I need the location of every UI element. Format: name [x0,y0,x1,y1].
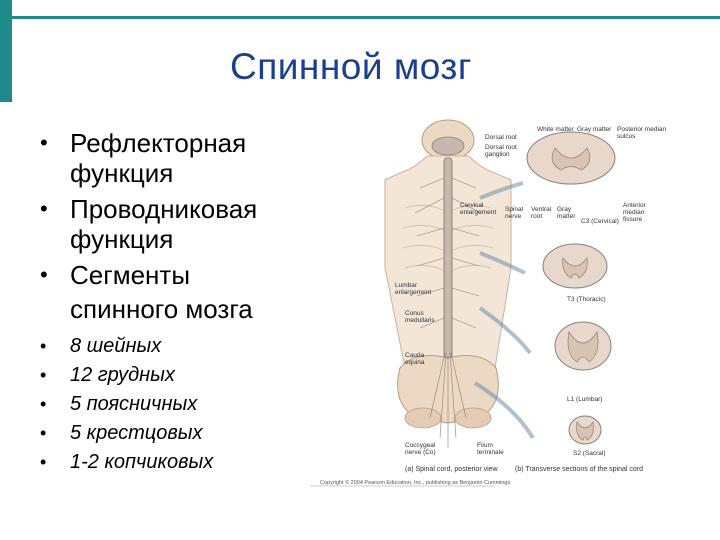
sub-bullet-item: • 12 грудных [40,361,340,390]
sub-bullet-item: • 5 крестцовых [40,419,340,448]
bullet-dot: • [40,365,47,385]
caption-a: (a) Spinal cord, posterior view [405,466,498,473]
bullet-item: • Рефлекторная функция [40,128,340,188]
label-gray-matter-top: Gray matter [577,126,612,133]
bullet-dot: • [40,394,47,414]
bullet-item: • Проводниковая функция [40,194,340,254]
bullet-item: • Сегменты спинного мозга [40,260,340,324]
sub-bullet-text: 5 крестцовых [70,422,203,444]
label-conus-medullaris: Conus medullaris [405,310,435,324]
sub-bullet-item: • 5 поясничных [40,390,340,419]
label-c3: C3 (Cervical) [581,218,619,225]
sub-bullet-text: 5 поясничных [70,393,198,415]
label-lumbar-enlargement: Lumbar enlargement [395,282,432,296]
label-spinal-nerve: Spinal nerve [505,206,524,220]
accent-bar [0,0,12,102]
spinal-cord-figure: White matter Gray matter Posterior media… [305,118,675,498]
label-filum-terminale: Filum terminale [477,442,504,456]
label-white-matter: White matter [537,126,574,133]
sub-bullet-text: 8 шейных [70,335,162,357]
bullet-text-line1: Рефлекторная [70,128,247,158]
label-cauda-equina: Cauda equina [405,352,425,366]
sub-bullet-item: • 1-2 копчиковых [40,448,340,477]
caption-b: (b) Transverse sections of the spinal co… [515,466,644,473]
bullet-dot: • [40,336,47,356]
label-ventral-root: Ventral root [531,206,552,220]
slide-title: Спинной мозг [230,46,472,87]
bullet-text-line1: Проводниковая [70,194,258,224]
bullet-text-line2: функция [70,224,174,254]
bullet-text-line2: спинного мозга [70,294,253,324]
sub-bullet-item: • 8 шейных [40,332,340,361]
bullet-dot: • [40,196,48,221]
label-cervical-enlargement: Cervical enlargement [460,202,497,216]
sub-bullet-text: 12 грудных [70,364,175,386]
sub-bullet-text: 1-2 копчиковых [70,451,214,473]
label-posterior-median-sulcus: Posterior median sulcus [617,126,667,140]
bullet-dot: • [40,262,48,287]
bullet-dot: • [40,452,47,472]
bullet-dot: • [40,130,48,155]
spinal-cord-illustration [310,119,616,487]
bullet-text-line2: функция [70,158,174,188]
label-dorsal-root-ganglion: Dorsal root ganglion [485,144,517,158]
label-t3: T3 (Thoracic) [567,296,606,303]
label-anterior-median-fissure: Anterior median fissure [623,202,646,223]
copyright-notice: Copyright © 2004 Pearson Education, Inc.… [320,480,511,486]
label-dorsal-root: Dorsal root [485,134,517,141]
label-coccygeal-nerve: Coccygeal nerve (Co) [405,442,436,456]
bullet-list: • Рефлекторная функция • Проводниковая ф… [40,128,340,477]
label-gray-matter: Gray matter [557,206,576,220]
label-l1: L1 (Lumbar) [567,396,603,403]
bullet-dot: • [40,423,47,443]
top-rule [12,16,720,19]
label-s2: S2 (Sacral) [573,450,606,457]
bullet-text-line1: Сегменты [70,260,191,290]
